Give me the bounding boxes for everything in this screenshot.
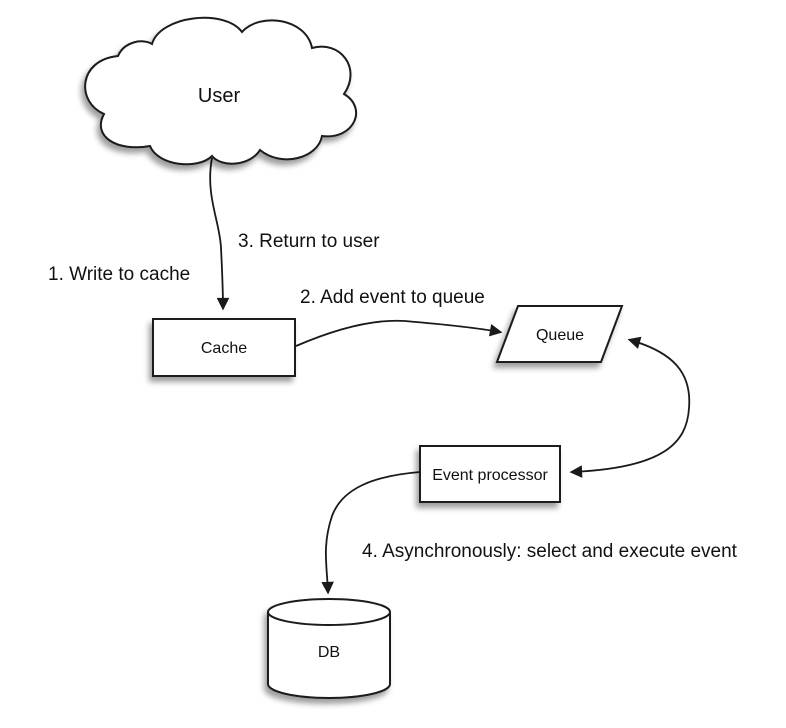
queue-parallelogram (495, 305, 624, 363)
event-processor-label: Event processor (432, 467, 548, 484)
label-step-2: 2. Add event to queue (300, 287, 485, 308)
db-cylinder (267, 598, 391, 699)
label-step-3: 3. Return to user (238, 231, 380, 252)
cache-box (152, 318, 296, 377)
cache-label: Cache (201, 340, 247, 357)
edge-user-to-cache (209, 157, 230, 311)
db-cylinder-top (267, 598, 391, 626)
edge-link-to-queue (627, 336, 691, 409)
event-processor-box (419, 445, 561, 503)
db-cylinder-body (267, 612, 391, 699)
db-label: DB (318, 644, 340, 661)
label-step-1: 1. Write to cache (48, 264, 190, 285)
edge-cache-to-queue (295, 319, 503, 347)
user-cloud-shape (84, 16, 357, 166)
label-step-4: 4. Asynchronously: select and execute ev… (362, 541, 738, 562)
queue-label: Queue (536, 327, 584, 344)
user-label: User (198, 85, 241, 107)
edge-processor-to-db (321, 471, 421, 595)
edge-link-to-event-processor (569, 407, 690, 478)
